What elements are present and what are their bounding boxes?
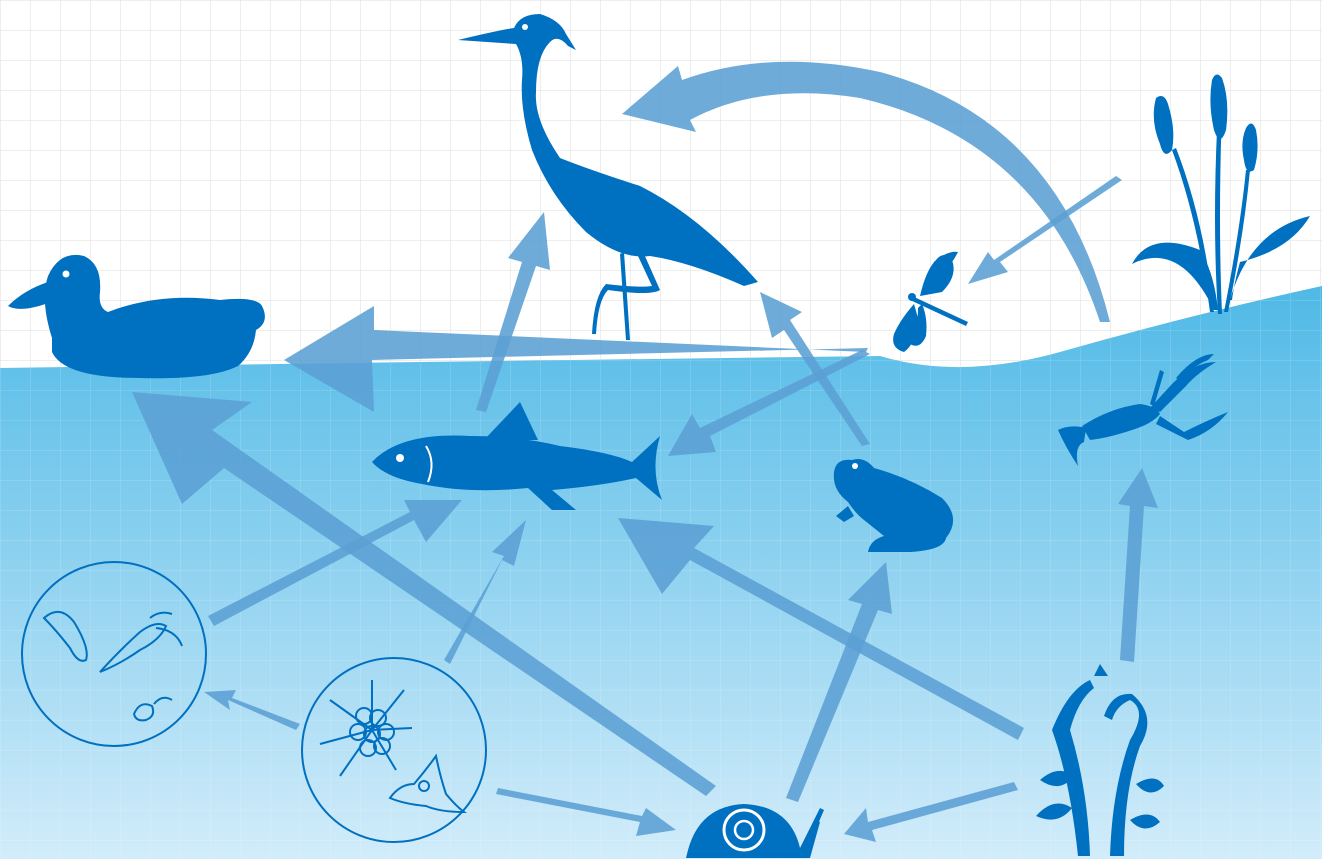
food-web-diagram [0, 0, 1322, 859]
